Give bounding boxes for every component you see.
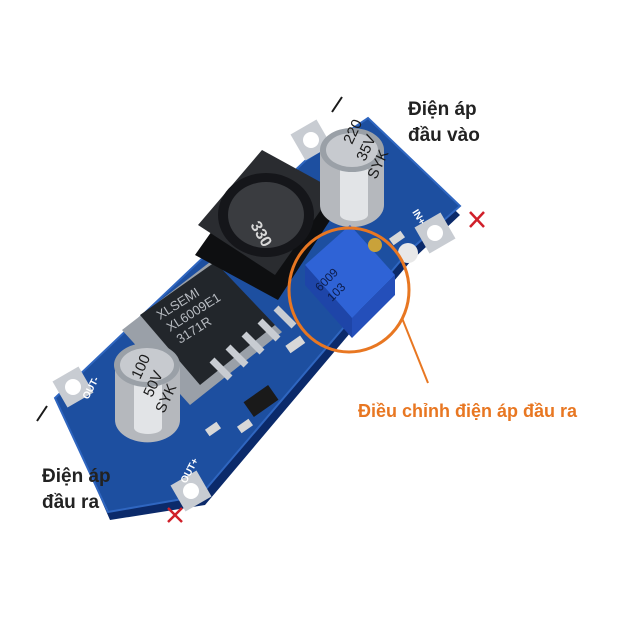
plus-mark-input-x: [469, 211, 485, 228]
input-voltage-label-line1: Điện áp: [408, 99, 477, 120]
minus-mark-input: [331, 96, 343, 113]
plus-mark-output-x: [167, 507, 183, 523]
trimpot: 6009 103: [305, 225, 395, 338]
adjust-output-label: Điều chỉnh điện áp đầu ra: [358, 401, 578, 421]
input-voltage-label: Điện áp đầu vào: [408, 97, 480, 149]
output-voltage-label: Điện áp đầu ra: [42, 464, 111, 516]
output-voltage-label-line2: đầu ra: [42, 492, 100, 513]
input-capacitor: 220 35V SYK: [320, 117, 392, 227]
minus-mark-output: [36, 405, 48, 422]
adjust-highlight: [287, 226, 429, 384]
smd-components: [204, 230, 406, 437]
inductor: 330: [195, 150, 340, 300]
output-capacitor: 100 50V SYK: [114, 343, 180, 443]
input-voltage-label-line2: đầu vào: [408, 125, 480, 146]
output-voltage-label-line1: Điện áp: [42, 466, 111, 487]
